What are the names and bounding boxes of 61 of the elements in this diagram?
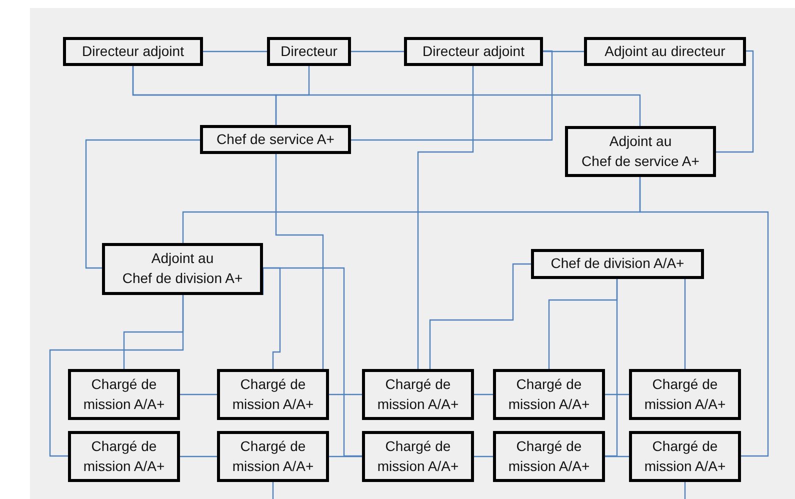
connector-line xyxy=(639,177,769,457)
connector-line xyxy=(605,456,629,458)
role-title: Chargé de mission A/A+ xyxy=(232,374,314,414)
role-box xyxy=(629,369,741,420)
connector-line xyxy=(474,394,493,396)
connector-line xyxy=(429,263,531,369)
connector-line xyxy=(605,279,618,457)
role-title: Chargé de mission A/A+ xyxy=(644,374,726,414)
connector-line xyxy=(203,50,267,52)
role-title: Adjoint au Chef de service A+ xyxy=(582,132,700,170)
connector-line xyxy=(85,139,200,269)
role-box xyxy=(362,431,474,482)
role-title: Chargé de mission A/A+ xyxy=(644,436,726,476)
role-box xyxy=(267,37,351,66)
role-title: Adjoint au directeur xyxy=(604,42,726,61)
role-box xyxy=(531,249,704,279)
role-title: Chargé de mission A/A+ xyxy=(377,436,459,476)
role-box xyxy=(200,125,351,154)
role-box xyxy=(404,37,543,66)
role-box xyxy=(493,431,605,482)
connector-line xyxy=(329,456,362,458)
connector-line xyxy=(49,295,184,457)
connector-line xyxy=(180,394,217,396)
role-title: Chargé de mission A/A+ xyxy=(508,436,590,476)
connector-line xyxy=(262,267,362,457)
role-title: Adjoint au Chef de division A+ xyxy=(122,249,243,288)
role-box xyxy=(63,37,203,66)
role-box xyxy=(565,126,716,177)
role-box xyxy=(68,431,180,482)
connector-line xyxy=(417,66,474,369)
role-box xyxy=(102,243,263,295)
connector-line xyxy=(605,394,629,396)
role-title: Directeur xyxy=(280,42,338,61)
role-box xyxy=(362,369,474,420)
connector-line xyxy=(474,456,493,458)
role-title: Chargé de mission A/A+ xyxy=(377,374,459,414)
connector-line xyxy=(543,50,584,52)
role-title: Chef de service A+ xyxy=(216,130,334,149)
role-title: Directeur adjoint xyxy=(82,42,184,61)
role-box xyxy=(217,431,329,482)
connector-line xyxy=(275,154,324,369)
role-box xyxy=(217,369,329,420)
connector-line xyxy=(716,50,754,153)
connector-line xyxy=(329,394,362,396)
role-box xyxy=(493,369,605,420)
role-box xyxy=(68,369,180,420)
connector-line xyxy=(272,482,274,499)
role-title: Chargé de mission A/A+ xyxy=(508,374,590,414)
connector-line xyxy=(684,482,686,499)
connector-line xyxy=(684,279,686,369)
role-box xyxy=(629,431,741,482)
connector-line xyxy=(180,456,217,458)
role-box xyxy=(584,37,746,66)
role-title: Chargé de mission A/A+ xyxy=(83,374,165,414)
role-title: Chargé de mission A/A+ xyxy=(83,436,165,476)
role-title: Chef de division A/A+ xyxy=(550,254,684,274)
connector-line xyxy=(351,50,404,52)
connector-line xyxy=(132,66,641,126)
role-title: Chargé de mission A/A+ xyxy=(232,436,314,476)
role-title: Directeur adjoint xyxy=(422,42,524,61)
connector-line xyxy=(351,50,553,141)
